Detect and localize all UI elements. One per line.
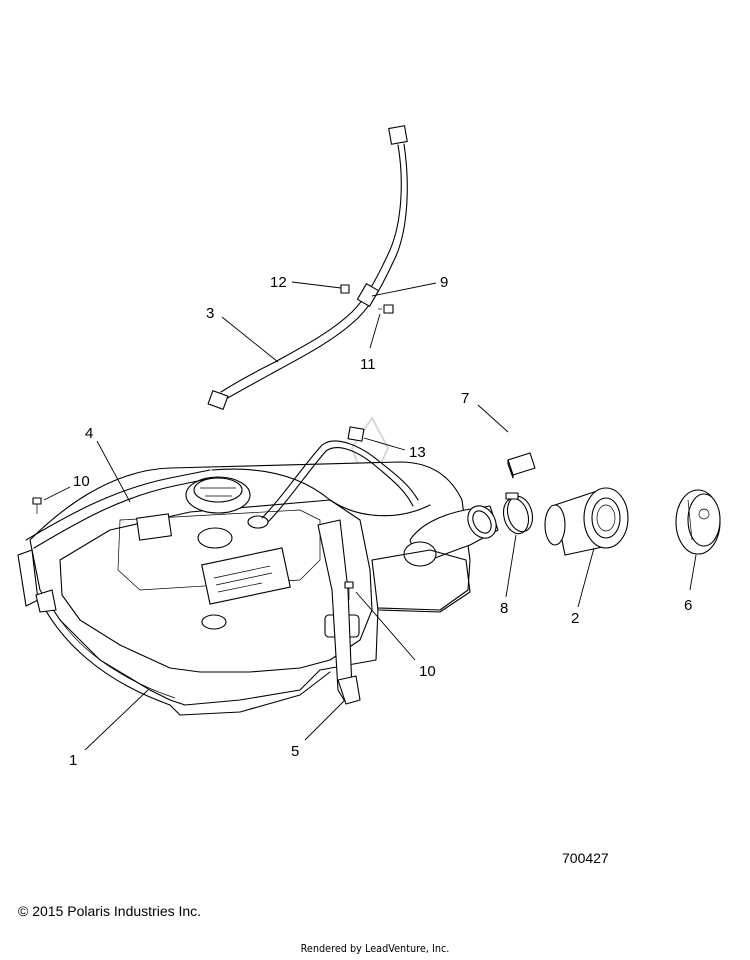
screw-left bbox=[32, 497, 42, 514]
callout-4: 4 bbox=[85, 425, 93, 442]
callout-1: 1 bbox=[69, 752, 77, 769]
screw-right bbox=[344, 581, 354, 600]
callout-labels: 12 9 3 11 7 4 13 10 8 2 6 10 5 1 bbox=[69, 274, 692, 769]
callout-10-left: 10 bbox=[73, 473, 90, 490]
callout-11: 11 bbox=[360, 356, 376, 373]
callout-13: 13 bbox=[409, 444, 426, 461]
callout-12: 12 bbox=[270, 274, 287, 291]
callout-5: 5 bbox=[291, 743, 299, 760]
fuel-cap bbox=[675, 489, 721, 555]
strap bbox=[317, 519, 361, 705]
hose-clamp bbox=[502, 492, 534, 535]
rivet bbox=[378, 304, 394, 314]
hose-clip bbox=[340, 284, 350, 294]
copyright-notice: © 2015 Polaris Industries Inc. bbox=[18, 903, 202, 919]
callout-8: 8 bbox=[500, 600, 508, 617]
callout-3: 3 bbox=[206, 305, 214, 322]
vent-hose bbox=[207, 125, 408, 410]
vent-line bbox=[261, 426, 419, 523]
callout-7: 7 bbox=[461, 390, 469, 407]
filler-neck-adapter bbox=[544, 487, 629, 556]
tank-strap bbox=[17, 468, 431, 613]
rendered-by-credit: Rendered by LeadVenture, Inc. bbox=[300, 942, 450, 955]
diagram-number: 700427 bbox=[562, 850, 609, 866]
callout-6: 6 bbox=[684, 597, 692, 614]
warning-label bbox=[507, 452, 536, 479]
callout-9: 9 bbox=[440, 274, 448, 291]
leader-lines bbox=[43, 281, 697, 751]
fuel-tank bbox=[29, 461, 499, 716]
callout-2: 2 bbox=[571, 610, 579, 627]
callout-10-right: 10 bbox=[419, 663, 436, 680]
